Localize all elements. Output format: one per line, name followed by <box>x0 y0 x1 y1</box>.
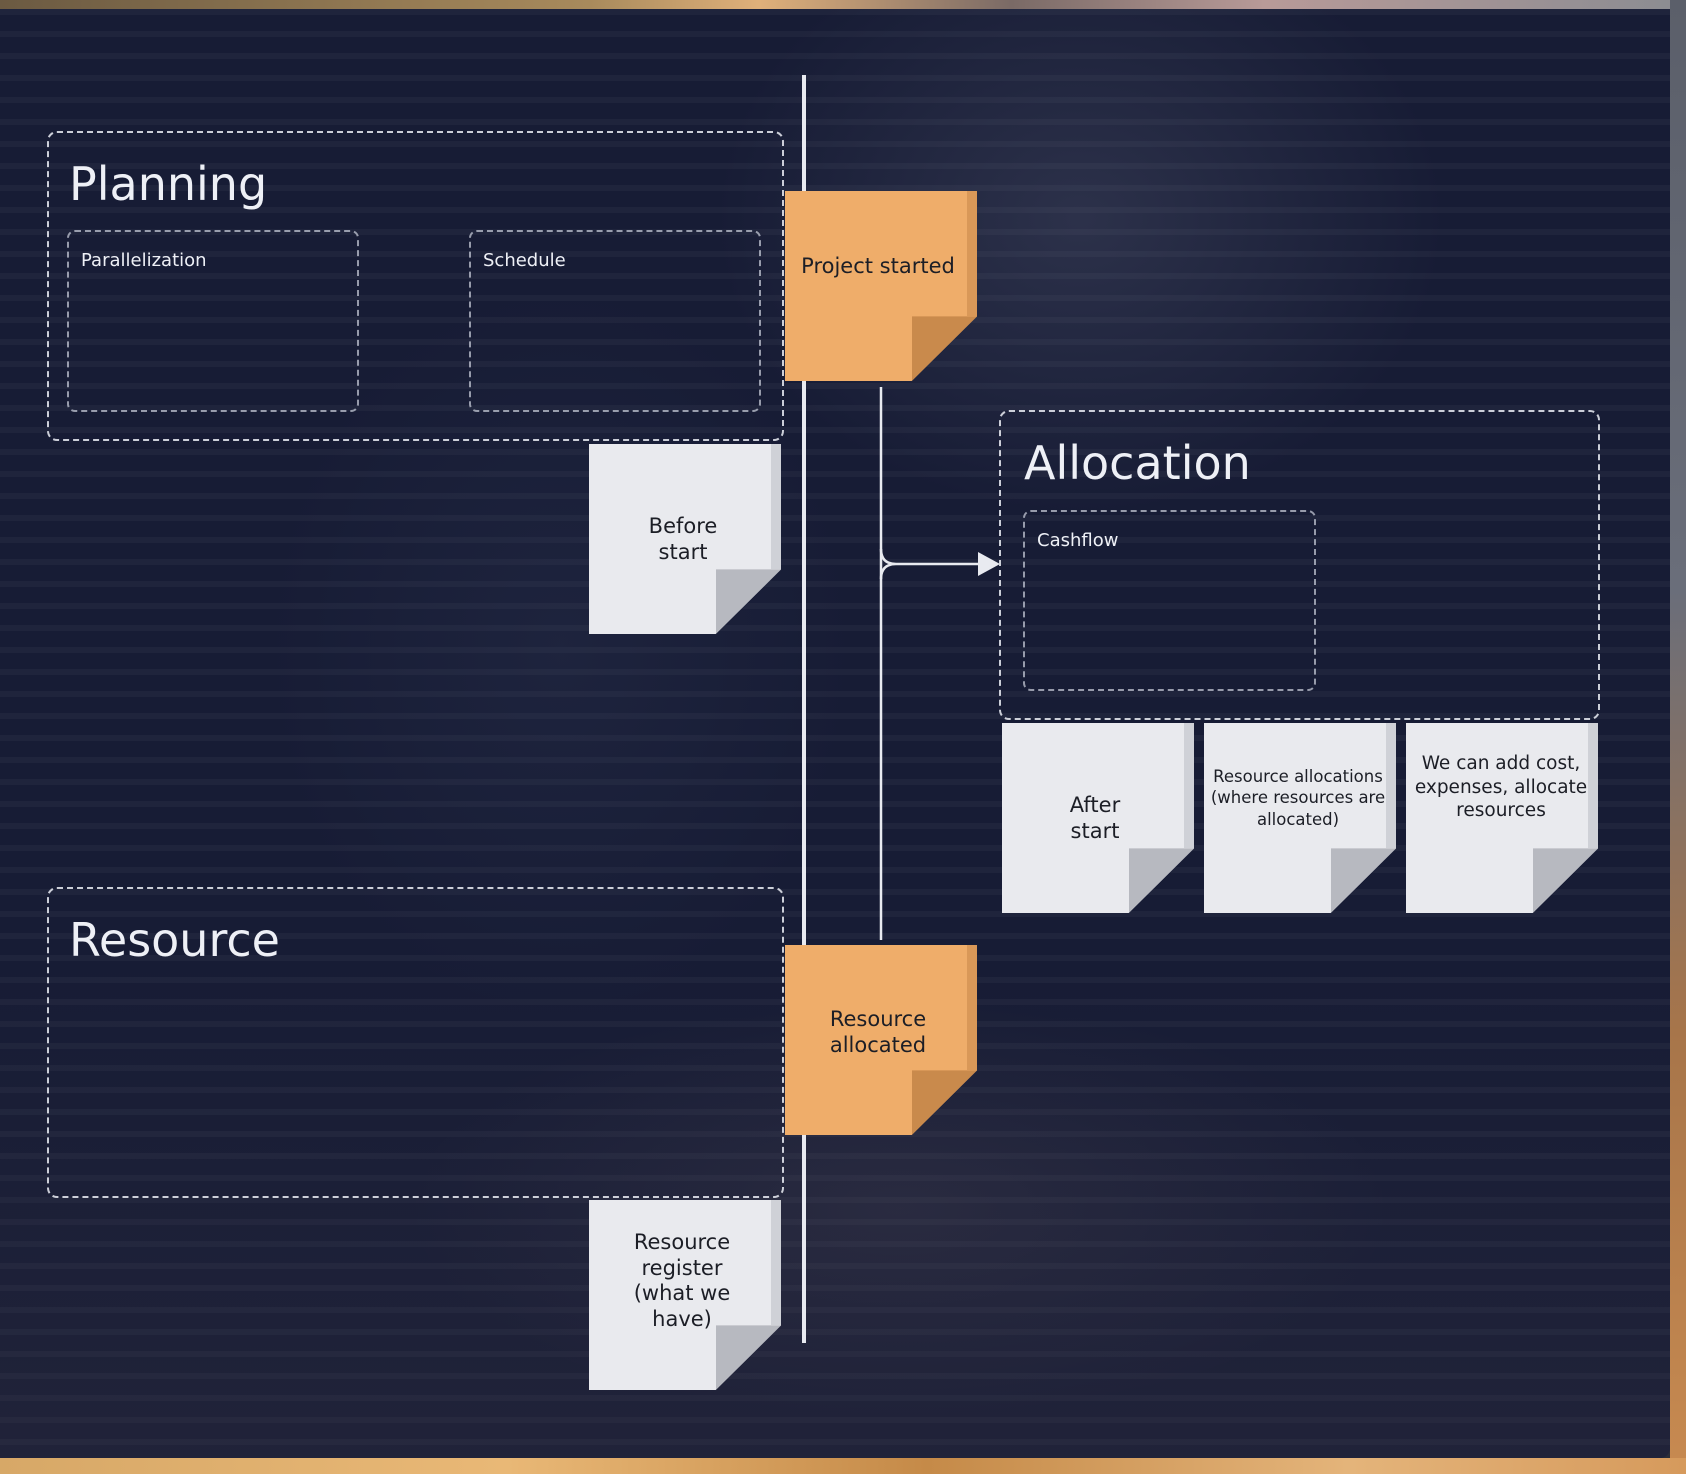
sticky-add-cost-text: We can add cost, expenses, allocate reso… <box>1414 753 1588 822</box>
sticky-after-start[interactable]: After start <box>1002 723 1194 913</box>
cashflow-label: Cashflow <box>1037 530 1119 551</box>
connector-arrowhead <box>978 552 1000 576</box>
sticky-resource-allocated-text: Resource allocated <box>829 1007 927 1058</box>
sticky-add-cost[interactable]: We can add cost, expenses, allocate reso… <box>1406 723 1598 913</box>
planning-title: Planning <box>69 157 268 211</box>
sticky-before-start[interactable]: Before start <box>589 444 781 634</box>
background-photo-top-edge <box>0 0 1686 9</box>
sticky-before-start-text: Before start <box>648 514 718 565</box>
sticky-project-started[interactable]: Project started <box>785 191 977 381</box>
allocation-frame[interactable]: Allocation Cashflow <box>999 410 1600 720</box>
sticky-resource-allocations-text: Resource allocations (where resources ar… <box>1210 767 1386 829</box>
cashflow-subframe[interactable]: Cashflow <box>1023 510 1316 691</box>
whiteboard-canvas[interactable]: Planning Parallelization Schedule Alloca… <box>0 9 1670 1458</box>
sticky-resource-allocated[interactable]: Resource allocated <box>785 945 977 1135</box>
sticky-project-started-text: Project started <box>801 254 955 278</box>
allocation-title: Allocation <box>1024 436 1251 490</box>
connector-branch-to-allocation <box>879 548 980 580</box>
parallelization-label: Parallelization <box>81 250 207 271</box>
planning-frame[interactable]: Planning Parallelization Schedule <box>47 131 784 441</box>
resource-title: Resource <box>69 913 280 967</box>
schedule-label: Schedule <box>483 250 566 271</box>
parallelization-subframe[interactable]: Parallelization <box>67 230 359 412</box>
background-photo-bottom-edge <box>0 1458 1686 1474</box>
sticky-after-start-text: After start <box>1069 793 1121 844</box>
resource-frame[interactable]: Resource <box>47 887 784 1198</box>
sticky-resource-register-text: Resource register (what we have) <box>633 1230 731 1331</box>
sticky-resource-allocations[interactable]: Resource allocations (where resources ar… <box>1204 723 1396 913</box>
schedule-subframe[interactable]: Schedule <box>469 230 761 412</box>
sticky-resource-register[interactable]: Resource register (what we have) <box>589 1200 781 1390</box>
background-photo-right-edge <box>1670 0 1686 1474</box>
